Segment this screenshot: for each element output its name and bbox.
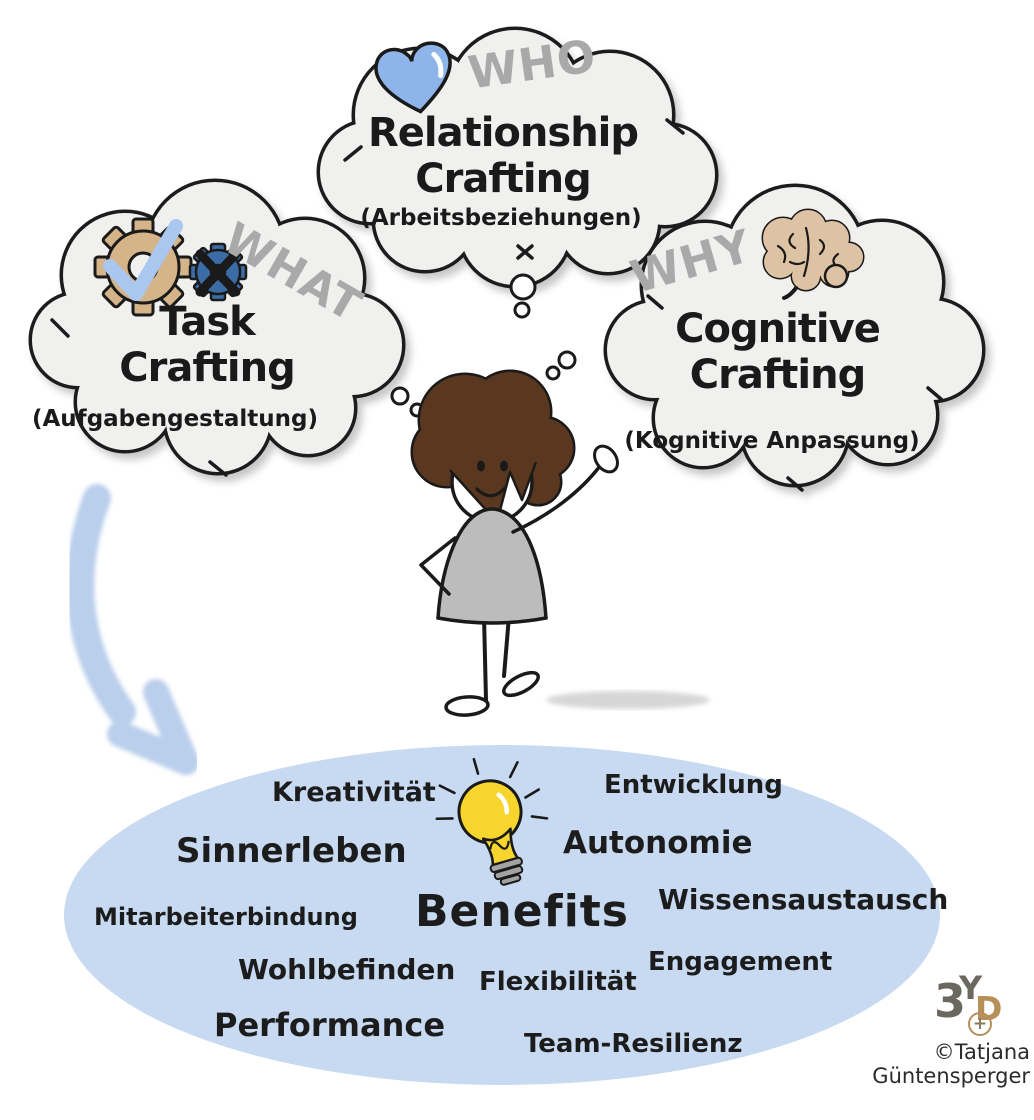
- thought-bubble-icon: [390, 273, 577, 418]
- artist-logo: 3 Y D +: [928, 972, 1014, 1038]
- sketch-tick-marks: [646, 294, 943, 492]
- heart-icon: [374, 41, 452, 114]
- lightbulb-icon: [435, 757, 549, 886]
- benefit-item-wohlbefinden: Wohlbefinden: [238, 953, 456, 986]
- checkmark-icon: [103, 219, 183, 301]
- logo-plus-badge: +: [968, 1012, 992, 1036]
- sketch-tick-marks: [343, 118, 685, 260]
- x-mark-icon: [195, 249, 241, 297]
- benefit-item-entwicklung: Entwicklung: [604, 770, 783, 800]
- benefit-item-flexibilitaet: Flexibilität: [479, 967, 637, 997]
- gears-check-icon: [93, 217, 248, 317]
- curved-arrow-icon: [66, 484, 199, 775]
- benefit-item-engagement: Engagement: [648, 947, 833, 977]
- benefit-item-team-resilienz: Team-Resilienz: [524, 1029, 743, 1059]
- cognitive-crafting-subtitle: (Kognitive Anpassung): [624, 428, 920, 454]
- relationship-crafting-subtitle: (Arbeitsbeziehungen): [360, 205, 642, 231]
- task-crafting-title: Task Crafting: [119, 299, 295, 391]
- benefits-label: Benefits: [415, 886, 629, 937]
- stick-figure-person: [410, 369, 710, 717]
- cloud-cognitive: [603, 183, 986, 492]
- task-crafting-subtitle: (Aufgabengestaltung): [32, 406, 318, 432]
- benefit-item-mitarbeiterbindung: Mitarbeiterbindung: [94, 903, 358, 931]
- logo-letter: 3: [934, 974, 967, 1028]
- benefit-item-kreativitaet: Kreativität: [272, 777, 436, 808]
- benefit-item-autonomie: Autonomie: [563, 825, 753, 861]
- benefit-item-sinnerleben: Sinnerleben: [176, 831, 407, 871]
- benefit-item-wissensaustausch: Wissensaustausch: [658, 883, 949, 916]
- dress: [436, 507, 548, 625]
- brain-icon: [761, 208, 865, 300]
- benefit-item-performance: Performance: [214, 1006, 446, 1044]
- benefits-ellipse: [64, 745, 940, 1085]
- logo-letter: Y: [959, 969, 983, 1007]
- figure-shadow: [546, 691, 710, 709]
- copyright-credit: ©Tatjana Güntensperger: [872, 1040, 1030, 1088]
- cognitive-crafting-title: Cognitive Crafting: [675, 306, 881, 398]
- relationship-crafting-title: Relationship Crafting: [367, 110, 639, 202]
- sketch-tick-marks: [50, 318, 228, 477]
